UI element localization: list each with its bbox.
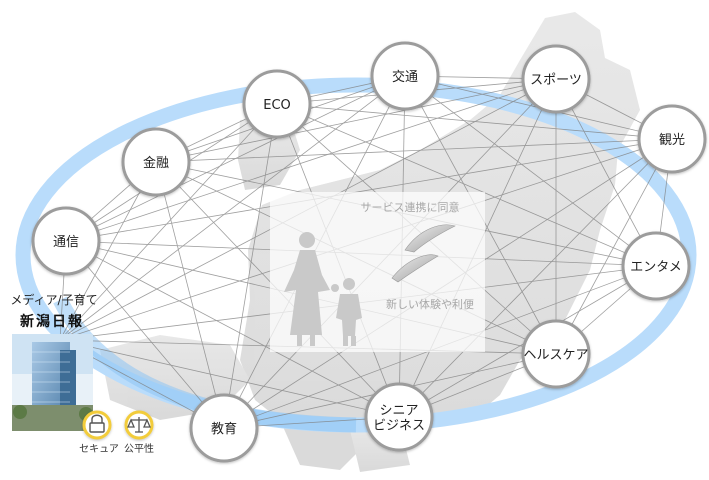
connection-line <box>59 103 278 341</box>
connection-ring-shade <box>53 296 357 433</box>
fair-label: 公平性 <box>124 442 154 455</box>
node-circle <box>370 41 440 111</box>
secure-label: セキュア <box>79 443 119 455</box>
node-label: ヘルスケア <box>523 348 588 363</box>
node-circle <box>637 104 707 174</box>
newspaper-building-photo <box>12 334 93 431</box>
node-circle <box>364 382 434 452</box>
connection-line <box>404 75 657 267</box>
node-circle <box>189 393 259 463</box>
consent-text: サービス連携に同意 <box>361 200 460 214</box>
connection-line <box>65 240 400 418</box>
fair-badge: 公平性 <box>124 410 154 455</box>
node-circle <box>521 319 591 389</box>
node-label: 通信 <box>53 235 79 250</box>
connection-line <box>223 103 278 429</box>
node-sports[interactable]: スポーツ <box>521 44 591 114</box>
mother-child-silhouette-icon <box>284 232 362 346</box>
node-education[interactable]: 教育 <box>189 393 259 463</box>
node-circle <box>121 127 191 197</box>
center-panel: サービス連携に同意 新しい体験や利便 <box>270 192 485 352</box>
node-label: 金融 <box>143 155 169 171</box>
node-traffic[interactable]: 交通 <box>370 41 440 111</box>
connection-line <box>59 75 406 341</box>
node-healthcare[interactable]: ヘルスケア <box>521 319 591 389</box>
service-nodes: ECO交通スポーツ金融観光通信エンタメヘルスケアシニアビジネス教育 <box>31 41 707 463</box>
node-telecom[interactable]: 通信 <box>31 206 101 276</box>
connection-line <box>276 103 657 267</box>
media-block: メディア/子育て 新潟日報 <box>10 292 98 431</box>
connection-line <box>59 339 400 418</box>
experience-text: 新しい体験や利便 <box>386 297 474 311</box>
node-label: 交通 <box>392 69 418 85</box>
node-sightseeing[interactable]: 観光 <box>637 104 707 174</box>
node-label: ECO <box>263 98 291 113</box>
node-circle <box>521 44 591 114</box>
node-label: 教育 <box>211 421 237 437</box>
connection-line <box>155 78 557 163</box>
node-entertainment[interactable]: エンタメ <box>621 231 691 301</box>
dolphins-icon <box>391 224 456 283</box>
secure-badge: セキュア <box>79 410 119 455</box>
node-circle <box>242 69 312 139</box>
connection-line <box>65 138 673 242</box>
connection-line <box>65 78 557 242</box>
lock-icon <box>89 414 105 433</box>
newspaper-logo: 新潟日報 <box>20 313 84 330</box>
scales-icon <box>127 417 151 433</box>
node-finance[interactable]: 金融 <box>121 127 191 197</box>
connection-line <box>65 240 225 429</box>
connection-line <box>155 161 225 429</box>
node-circle <box>31 206 101 276</box>
connection-line <box>155 138 673 163</box>
node-eco[interactable]: ECO <box>242 69 312 139</box>
connection-line <box>555 78 657 267</box>
connection-line <box>555 138 673 355</box>
node-label: エンタメ <box>630 260 682 275</box>
node-label: 観光 <box>659 133 685 148</box>
media-label: メディア/子育て <box>10 292 97 307</box>
node-label: ビジネス <box>373 419 425 434</box>
node-label: スポーツ <box>530 73 582 88</box>
node-circle <box>621 231 691 301</box>
node-label: シニア <box>379 404 418 419</box>
connection-line <box>398 138 673 418</box>
